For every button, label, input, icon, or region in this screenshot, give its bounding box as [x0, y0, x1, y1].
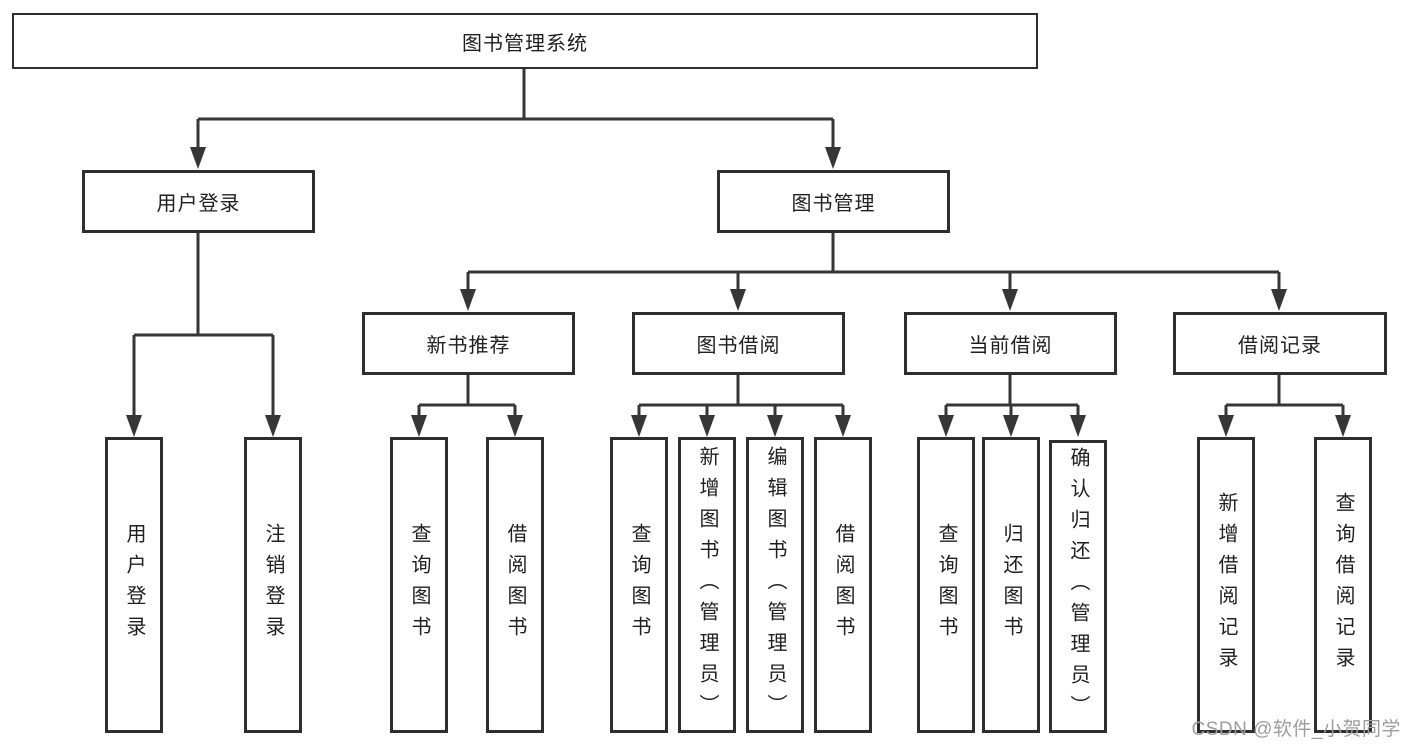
- leaf-borrow-add-admin-label: 新增图书（管理员）: [696, 445, 718, 725]
- leaf-newbook-query: 查询图书: [390, 437, 448, 733]
- leaf-logout: 注销登录: [244, 437, 302, 733]
- node-user-login: 用户登录: [82, 170, 315, 233]
- node-system-root-label: 图书管理系统: [462, 32, 588, 55]
- connector-borrow-to-leaves: [631, 375, 851, 437]
- leaf-current-query-label: 查询图书: [935, 523, 957, 647]
- leaf-record-query-label: 查询借阅记录: [1332, 492, 1354, 678]
- node-book-manage: 图书管理: [717, 170, 950, 233]
- node-new-book-recommend: 新书推荐: [362, 312, 575, 375]
- node-current-borrow-label: 当前借阅: [968, 335, 1053, 357]
- node-system-root: 图书管理系统: [12, 13, 1038, 69]
- node-borrow-record-label: 借阅记录: [1238, 335, 1322, 357]
- connector-manage-to-groups: [460, 233, 1287, 311]
- leaf-current-query: 查询图书: [917, 437, 975, 733]
- leaf-newbook-borrow: 借阅图书: [486, 437, 544, 733]
- leaf-current-return: 归还图书: [982, 437, 1040, 733]
- csdn-watermark: CSDN @软件_小贺同学: [1191, 719, 1401, 740]
- node-borrow-record: 借阅记录: [1173, 312, 1387, 375]
- leaf-newbook-borrow-label: 借阅图书: [504, 523, 526, 647]
- node-user-login-label: 用户登录: [156, 193, 241, 215]
- connector-newbook-to-leaves: [411, 375, 523, 437]
- leaf-borrow-add-admin: 新增图书（管理员）: [678, 437, 736, 733]
- connector-record-to-leaves: [1218, 375, 1351, 437]
- leaf-user-login-label: 用户登录: [123, 523, 145, 647]
- node-book-borrow-label: 图书借阅: [696, 335, 781, 357]
- leaf-current-confirm-admin-label: 确认归还（管理员）: [1067, 447, 1089, 726]
- node-new-book-recommend-label: 新书推荐: [426, 335, 511, 357]
- leaf-borrow-book: 借阅图书: [814, 437, 872, 733]
- leaf-borrow-query-label: 查询图书: [628, 523, 650, 647]
- connector-login-to-leaves: [126, 233, 281, 437]
- leaf-borrow-query: 查询图书: [610, 437, 668, 733]
- leaf-current-return-label: 归还图书: [1000, 523, 1022, 647]
- leaf-borrow-book-label: 借阅图书: [832, 523, 854, 647]
- leaf-borrow-edit-admin: 编辑图书（管理员）: [746, 437, 804, 733]
- leaf-user-login: 用户登录: [105, 437, 163, 733]
- node-current-borrow: 当前借阅: [904, 312, 1117, 375]
- leaf-newbook-query-label: 查询图书: [408, 523, 430, 647]
- node-book-borrow: 图书借阅: [632, 312, 845, 375]
- leaf-record-add: 新增借阅记录: [1197, 437, 1255, 733]
- connector-root-to-level2: [190, 69, 841, 169]
- leaf-borrow-edit-admin-label: 编辑图书（管理员）: [764, 445, 786, 725]
- node-book-manage-label: 图书管理: [791, 193, 876, 215]
- leaf-current-confirm-admin: 确认归还（管理员）: [1049, 440, 1107, 733]
- leaf-logout-label: 注销登录: [262, 523, 284, 647]
- leaf-record-query: 查询借阅记录: [1314, 437, 1372, 733]
- connector-current-to-leaves: [938, 375, 1086, 437]
- leaf-record-add-label: 新增借阅记录: [1215, 492, 1237, 678]
